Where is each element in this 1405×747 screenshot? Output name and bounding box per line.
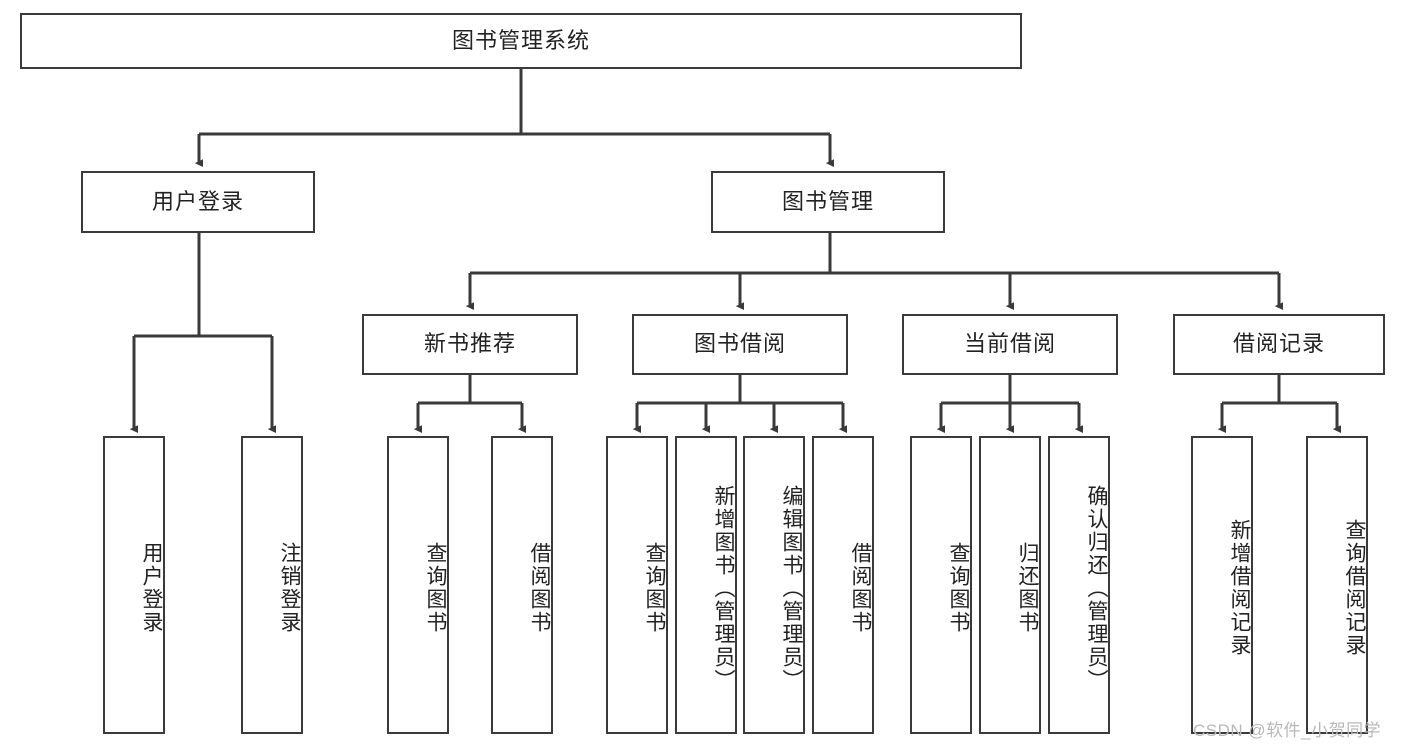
- node-leaf-query-book-1-label: 查询图书: [424, 542, 447, 634]
- node-leaf-query-book-3-label: 查询图书: [947, 542, 970, 634]
- node-leaf-user-login[interactable]: 用户登录: [103, 436, 165, 734]
- node-current-borrow[interactable]: 当前借阅: [902, 314, 1118, 375]
- node-leaf-borrow-book-1[interactable]: 借阅图书: [491, 436, 553, 734]
- node-leaf-return-book-label: 归还图书: [1016, 542, 1039, 634]
- node-root-system[interactable]: 图书管理系统: [20, 13, 1022, 69]
- node-current-borrow-label: 当前借阅: [963, 331, 1056, 357]
- node-root-system-label: 图书管理系统: [451, 27, 590, 53]
- node-leaf-add-book[interactable]: 新增图书（管理员）: [675, 436, 737, 734]
- node-new-book-recommend-label: 新书推荐: [423, 331, 516, 357]
- node-leaf-query-record-label: 查询借阅记录: [1343, 519, 1366, 657]
- node-leaf-confirm-return[interactable]: 确认归还（管理员）: [1048, 436, 1110, 734]
- node-leaf-query-book-3[interactable]: 查询图书: [910, 436, 972, 734]
- node-leaf-borrow-book-2-label: 借阅图书: [849, 542, 872, 634]
- node-leaf-logout-login[interactable]: 注销登录: [241, 436, 303, 734]
- node-book-borrow-label: 图书借阅: [693, 331, 786, 357]
- node-borrow-record-label: 借阅记录: [1232, 331, 1325, 357]
- node-leaf-query-book-2[interactable]: 查询图书: [606, 436, 668, 734]
- node-leaf-edit-book[interactable]: 编辑图书（管理员）: [743, 436, 805, 734]
- node-user-login[interactable]: 用户登录: [81, 171, 315, 233]
- node-leaf-query-record[interactable]: 查询借阅记录: [1306, 436, 1368, 734]
- node-leaf-add-record-label: 新增借阅记录: [1228, 519, 1251, 657]
- node-leaf-edit-book-label: 编辑图书（管理员）: [780, 484, 803, 692]
- node-new-book-recommend[interactable]: 新书推荐: [362, 314, 578, 375]
- csdn-watermark: CSDN @软件_小贺同学: [1193, 721, 1382, 740]
- node-leaf-confirm-return-label: 确认归还（管理员）: [1085, 484, 1108, 692]
- node-leaf-borrow-book-1-label: 借阅图书: [528, 542, 551, 634]
- node-book-manage-label: 图书管理: [781, 188, 874, 214]
- node-leaf-query-book-2-label: 查询图书: [643, 542, 666, 634]
- node-borrow-record[interactable]: 借阅记录: [1173, 314, 1385, 375]
- node-leaf-query-book-1[interactable]: 查询图书: [387, 436, 449, 734]
- node-leaf-user-login-label: 用户登录: [140, 542, 163, 634]
- node-leaf-logout-login-label: 注销登录: [278, 542, 301, 634]
- node-leaf-add-record[interactable]: 新增借阅记录: [1191, 436, 1253, 734]
- node-book-borrow[interactable]: 图书借阅: [632, 314, 848, 375]
- node-user-login-label: 用户登录: [151, 188, 244, 214]
- node-book-manage[interactable]: 图书管理: [711, 171, 945, 233]
- node-leaf-borrow-book-2[interactable]: 借阅图书: [812, 436, 874, 734]
- node-leaf-add-book-label: 新增图书（管理员）: [712, 484, 735, 692]
- node-leaf-return-book[interactable]: 归还图书: [979, 436, 1041, 734]
